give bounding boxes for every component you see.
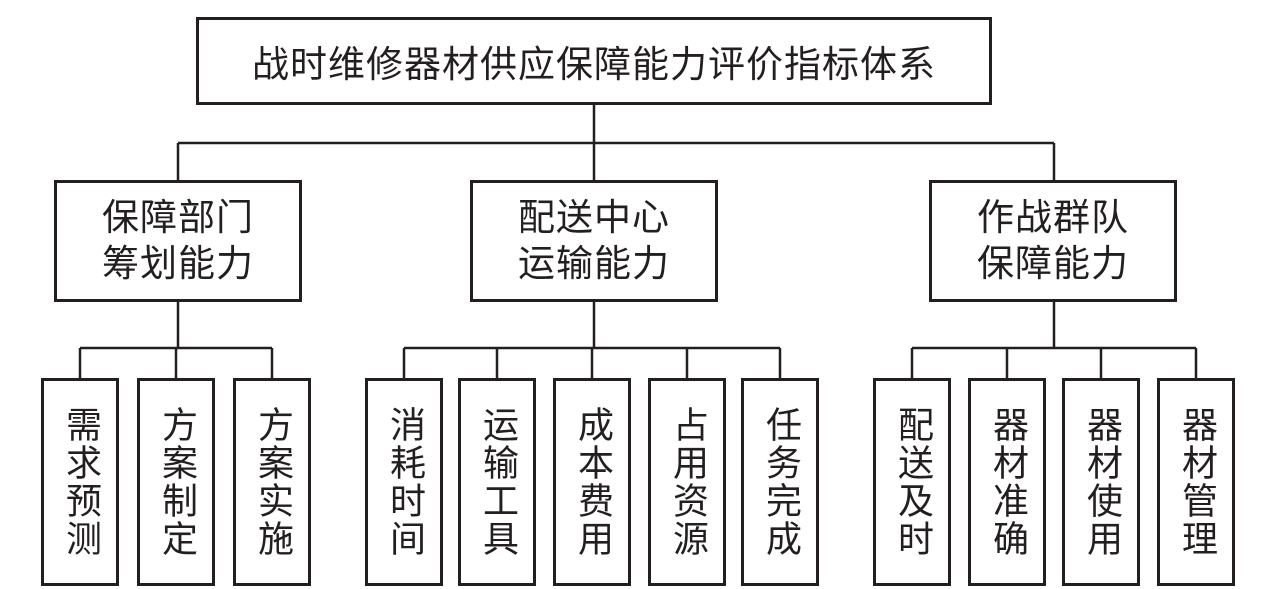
leaf-node: 器材管理: [1157, 378, 1235, 586]
category-label-line2: 运输能力: [518, 242, 670, 285]
category-label-line1: 作战群队: [977, 196, 1129, 239]
leaf-node: 运输工具: [458, 378, 536, 586]
leaf-node: 消耗时间: [365, 378, 443, 586]
category-label-line2: 保障能力: [977, 242, 1129, 285]
root-title: 战时维修器材供应保障能力评价指标体系: [252, 43, 936, 86]
category-label-line1: 配送中心: [518, 196, 670, 239]
leaf-node: 配送及时: [873, 378, 951, 586]
leaf-node: 成本费用: [553, 378, 631, 586]
category-planning-node: 保障部门 筹划能力: [54, 180, 302, 302]
leaf-node: 方案制定: [137, 378, 215, 586]
category-transport-node: 配送中心 运输能力: [470, 180, 718, 302]
category-support-node: 作战群队 保障能力: [929, 180, 1177, 302]
category-label-line2: 筹划能力: [102, 242, 254, 285]
leaf-node: 器材使用: [1062, 378, 1140, 586]
root-node: 战时维修器材供应保障能力评价指标体系: [196, 17, 992, 105]
category-label-line1: 保障部门: [102, 196, 254, 239]
leaf-node: 需求预测: [41, 378, 119, 586]
leaf-node: 器材准确: [968, 378, 1046, 586]
leaf-node: 占用资源: [648, 378, 726, 586]
leaf-node: 方案实施: [233, 378, 311, 586]
leaf-node: 任务完成: [741, 378, 819, 586]
